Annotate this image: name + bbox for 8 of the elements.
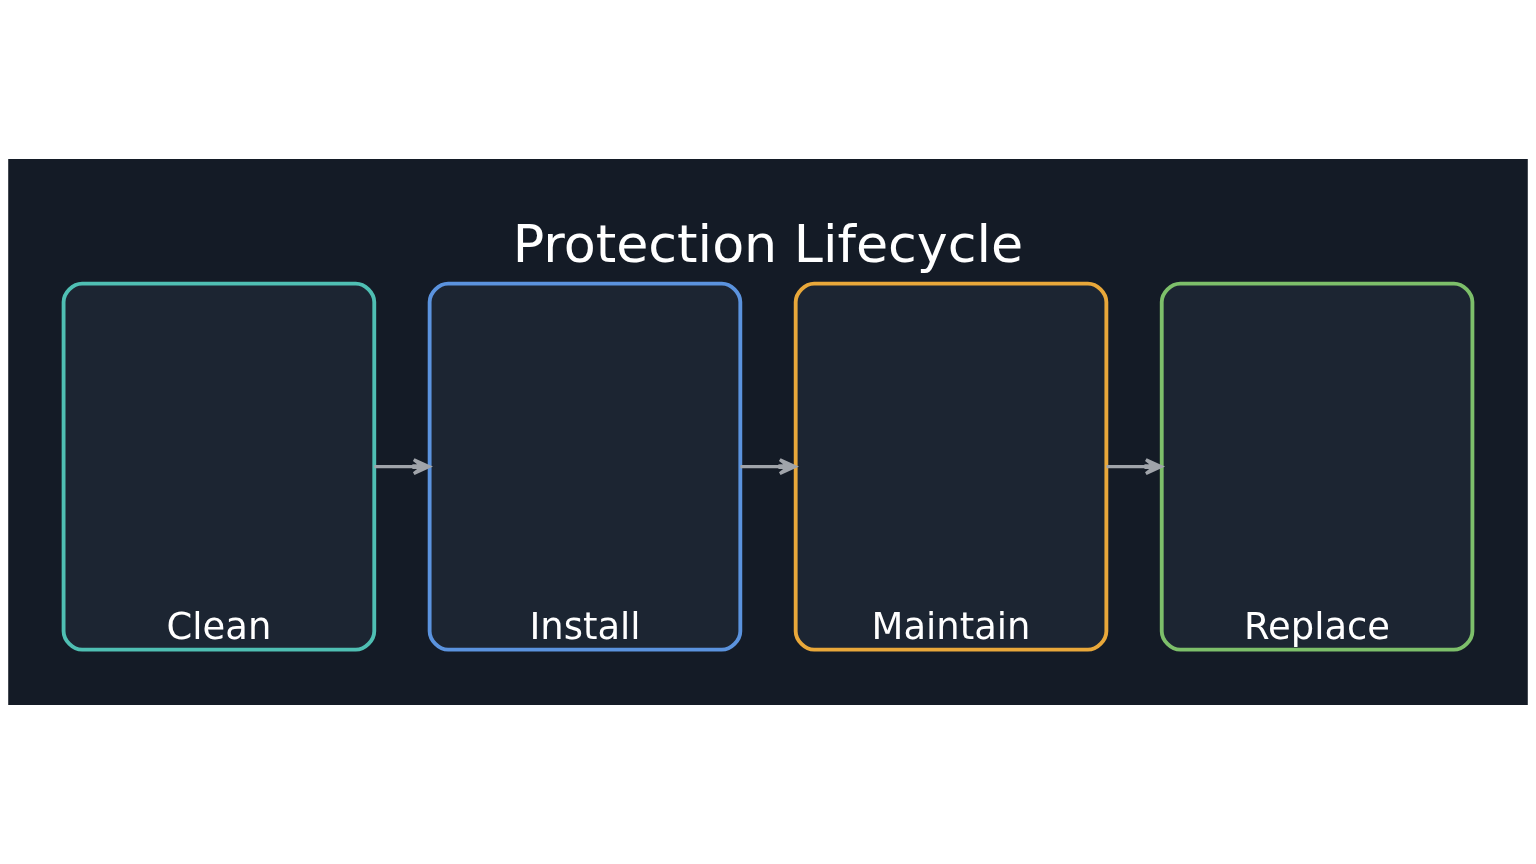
node-box: Install (427, 281, 743, 652)
node-box: Clean (61, 281, 377, 652)
node-box: Maintain (793, 281, 1109, 652)
diagram-title: Protection Lifecycle (512, 213, 1024, 275)
arrow (1106, 458, 1163, 476)
node-box: Replace (1159, 281, 1475, 652)
arrow (374, 458, 431, 476)
arrow (740, 458, 797, 476)
